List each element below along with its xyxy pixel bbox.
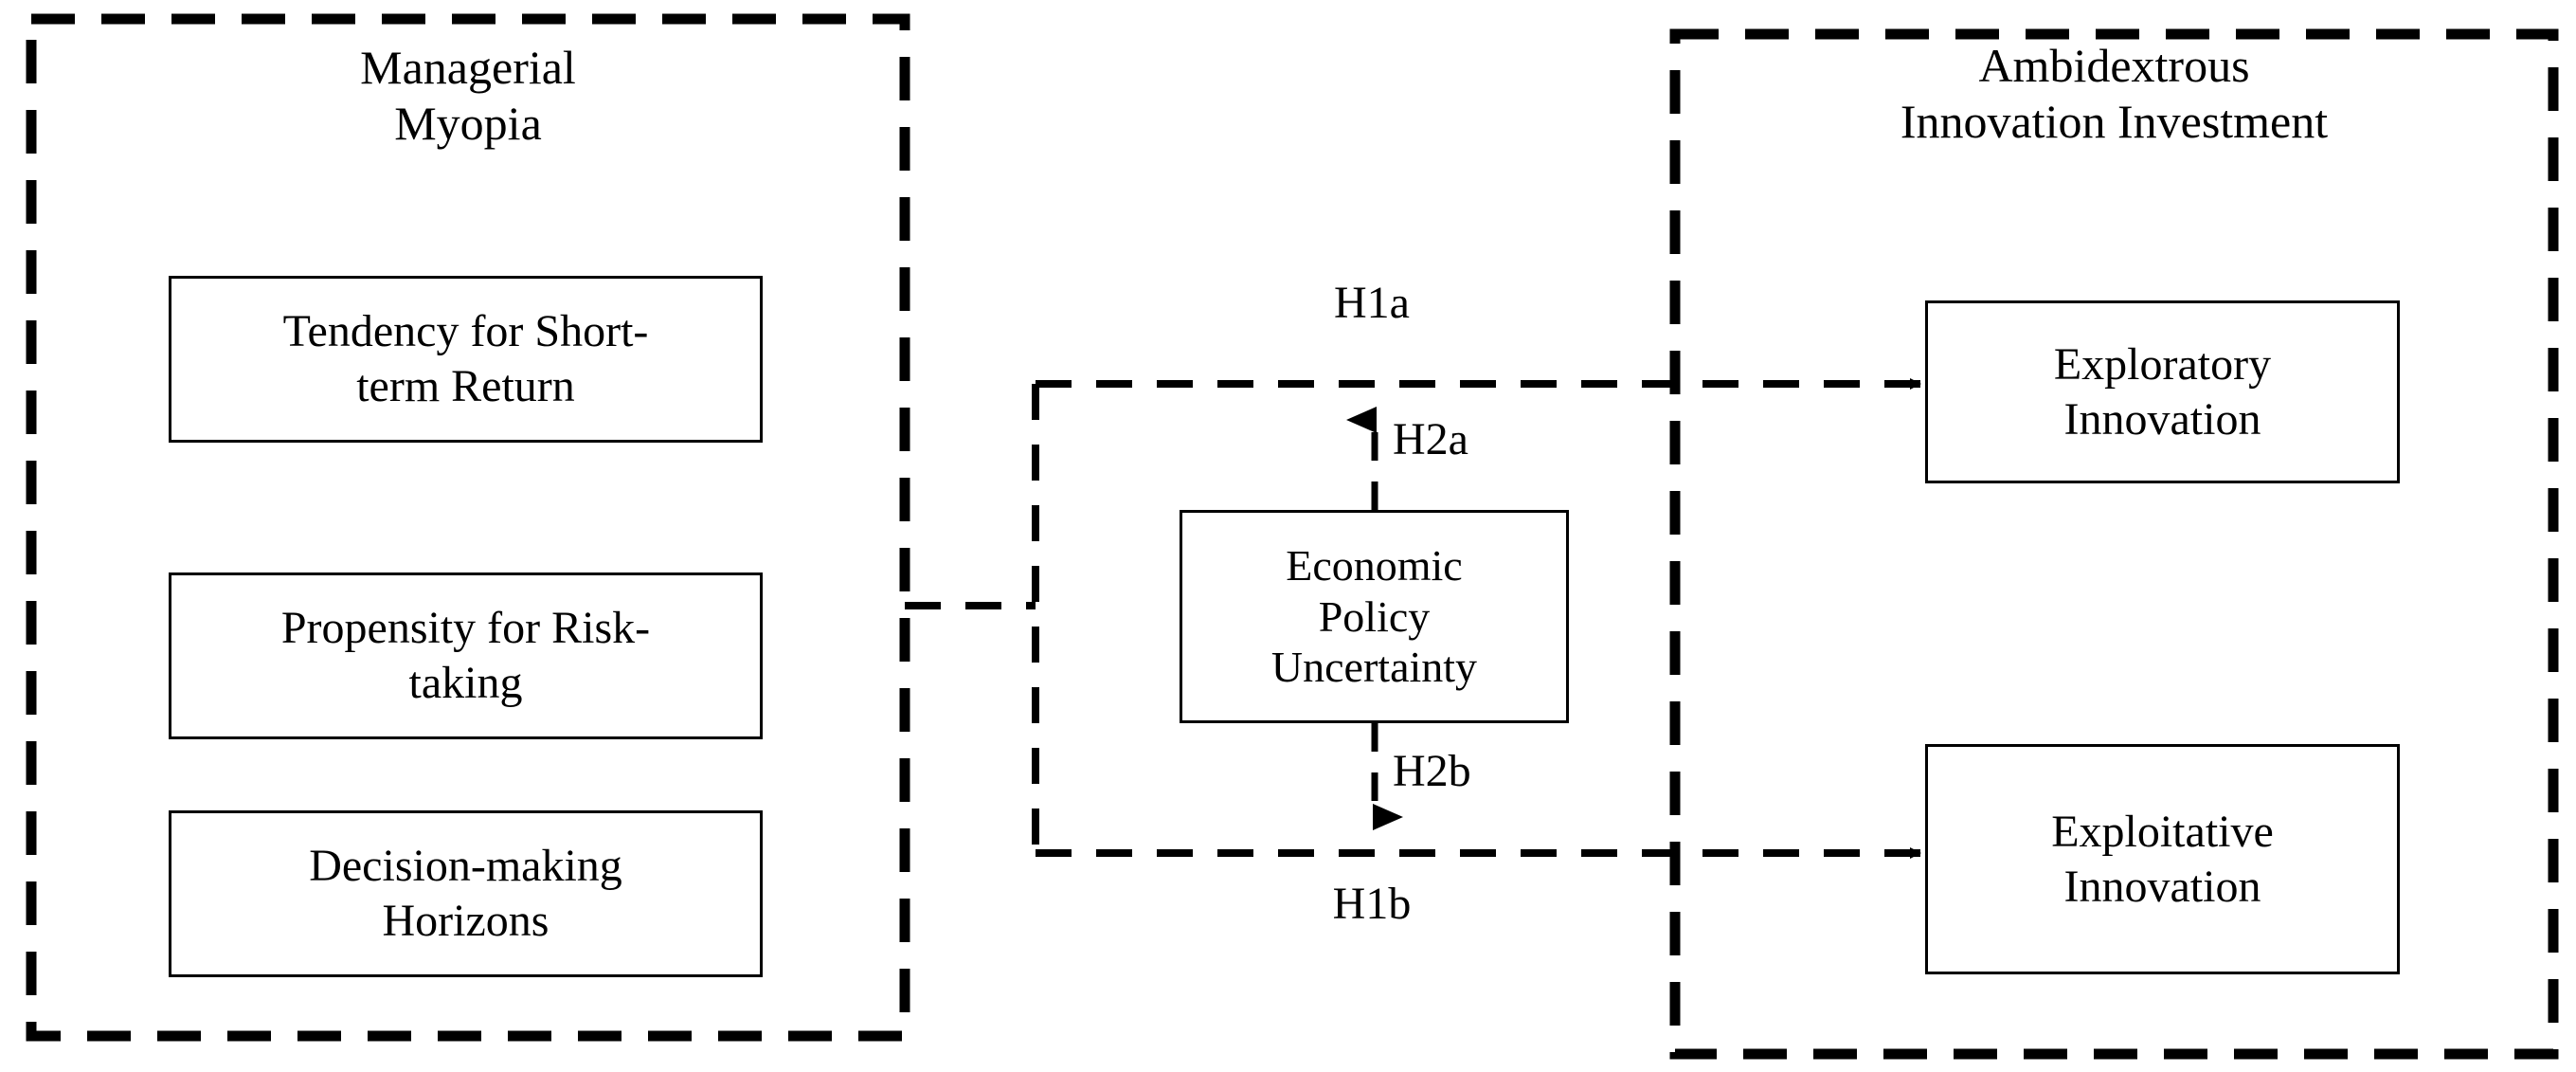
node-decision-making-horizons[interactable]: Decision-making Horizons	[169, 810, 763, 977]
hypothesis-label-h2b: H2b	[1393, 746, 1471, 796]
hypothesis-label-h1b: H1b	[1332, 879, 1412, 929]
left-group-border	[26, 13, 910, 1042]
node-economic-policy-uncertainty[interactable]: Economic Policy Uncertainty	[1180, 510, 1569, 723]
node-exploitative-innovation[interactable]: Exploitative Innovation	[1925, 744, 2400, 974]
node-exploratory-innovation[interactable]: Exploratory Innovation	[1925, 300, 2400, 483]
node-tendency-short-term-return[interactable]: Tendency for Short- term Return	[169, 276, 763, 443]
right-group-border	[1669, 28, 2559, 1060]
hypothesis-label-h1a: H1a	[1334, 278, 1410, 328]
hypothesis-label-h2a: H2a	[1393, 414, 1468, 464]
node-propensity-risk-taking[interactable]: Propensity for Risk- taking	[169, 572, 763, 739]
